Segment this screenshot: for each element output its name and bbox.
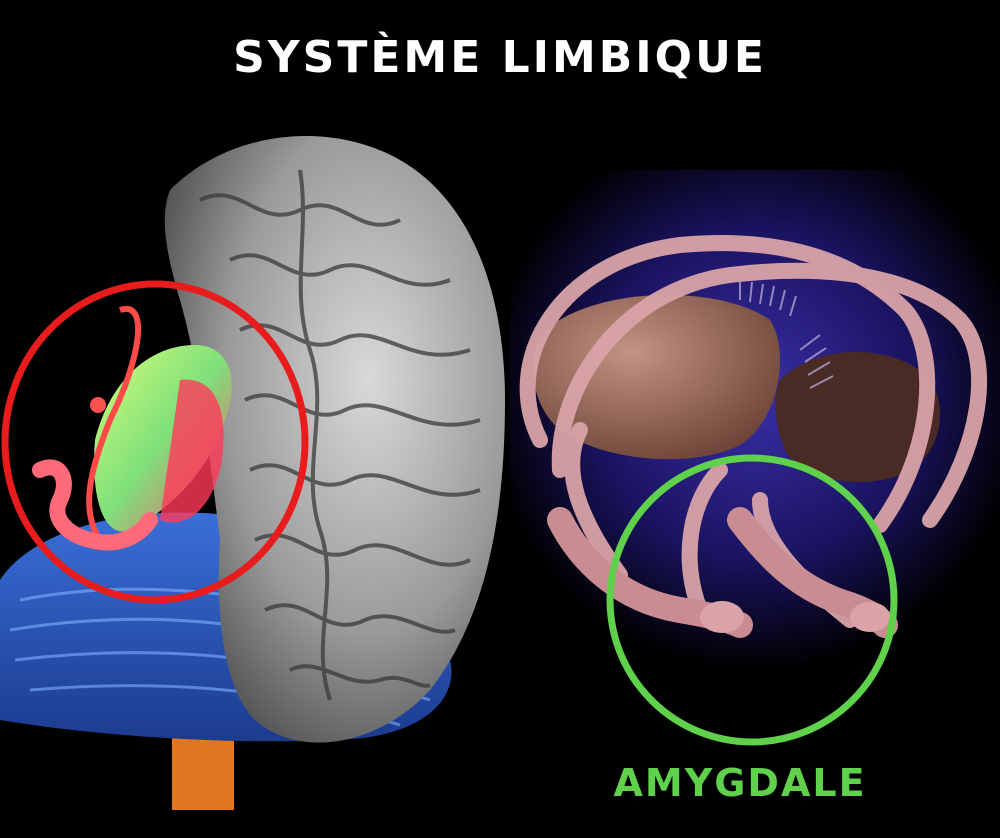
limbic-structures-illustration bbox=[519, 235, 988, 638]
limbic-highlight-circle bbox=[1, 280, 309, 604]
thalamus bbox=[533, 294, 780, 460]
page-title: SYSTÈME LIMBIQUE bbox=[233, 32, 767, 83]
cerebral-cortex bbox=[164, 136, 505, 743]
brain-illustration bbox=[0, 136, 505, 810]
amygdala-label: AMYGDALE bbox=[613, 761, 867, 805]
amygdala-highlight-circle bbox=[606, 454, 898, 746]
